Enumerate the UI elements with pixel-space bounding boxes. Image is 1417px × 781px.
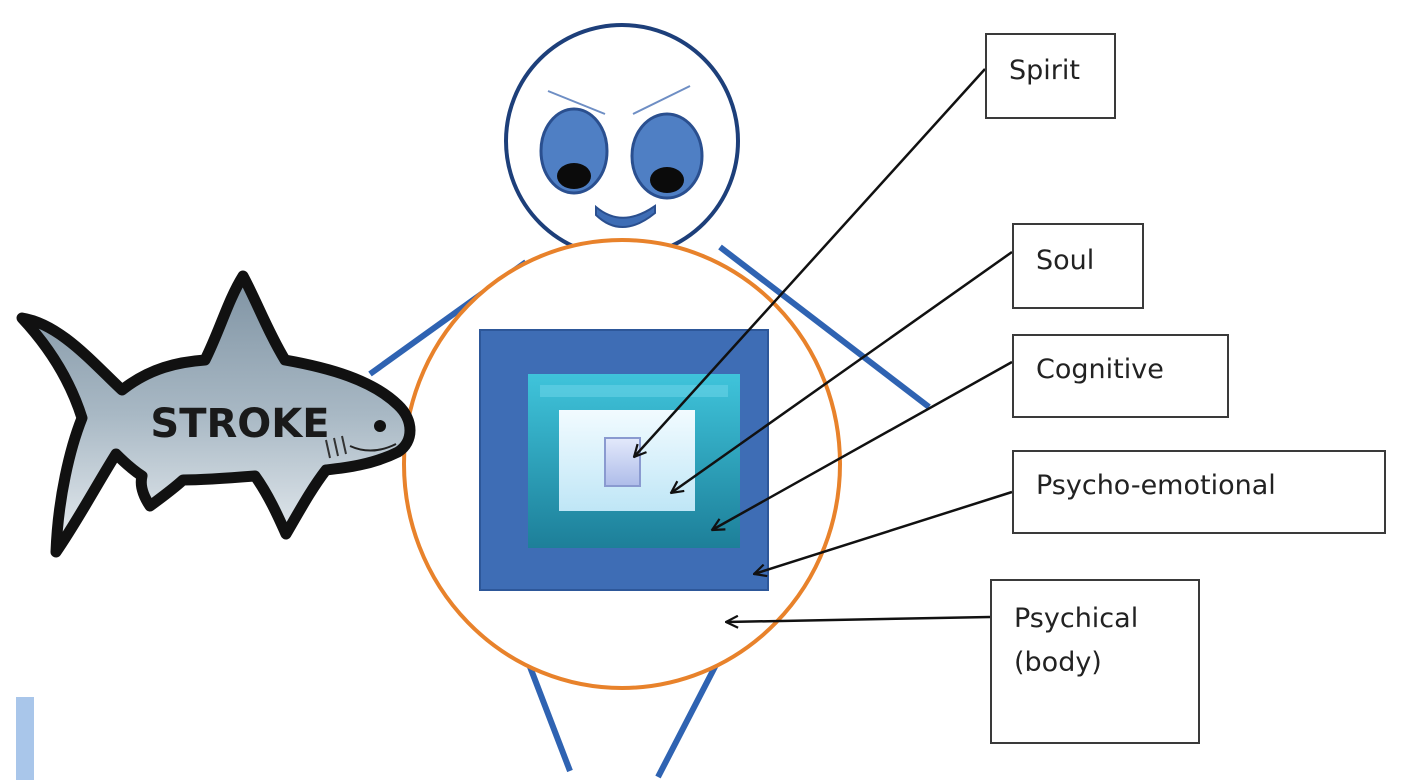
arrow-spirit <box>634 68 986 457</box>
left-leg <box>524 657 573 773</box>
label-spirit-text: Spirit <box>1009 55 1080 86</box>
right-arm <box>718 244 931 410</box>
right-eyebrow <box>632 85 691 115</box>
arrows <box>634 68 1013 622</box>
arrow-soul <box>671 250 1013 493</box>
label-soul-text: Soul <box>1036 245 1095 276</box>
right-leg <box>655 657 722 779</box>
label-psychical: Psychical (body) <box>990 579 1200 744</box>
spirit-square <box>604 437 641 487</box>
shark-mouth <box>349 443 397 452</box>
arrow-psychical <box>726 617 991 622</box>
left-eyebrow <box>547 90 606 115</box>
arrow-cognitive <box>712 360 1013 530</box>
arrow-psycho-emotional <box>754 490 1013 574</box>
shark-body <box>16 270 416 558</box>
shark: STROKE <box>16 270 416 558</box>
label-psychical-text: Psychical (body) <box>1014 603 1139 678</box>
left-blue-bar <box>16 697 34 780</box>
label-cognitive: Cognitive <box>1012 334 1229 418</box>
right-pupil <box>650 167 684 193</box>
label-spirit: Spirit <box>985 33 1116 119</box>
stick-figure-head <box>504 23 740 259</box>
shark-eye <box>374 420 386 432</box>
label-cognitive-text: Cognitive <box>1036 354 1164 385</box>
shark-label: STROKE <box>150 401 329 447</box>
smile <box>595 204 656 228</box>
left-eye <box>539 107 609 195</box>
right-eye <box>630 112 704 200</box>
label-psycho-emotional: Psycho-emotional <box>1012 450 1386 534</box>
left-pupil <box>557 163 591 189</box>
cognitive-square-top <box>540 385 728 397</box>
label-soul: Soul <box>1012 223 1144 309</box>
nested-squares <box>479 329 769 591</box>
shark-gills <box>325 435 347 459</box>
label-psycho-emotional-text: Psycho-emotional <box>1036 470 1276 501</box>
